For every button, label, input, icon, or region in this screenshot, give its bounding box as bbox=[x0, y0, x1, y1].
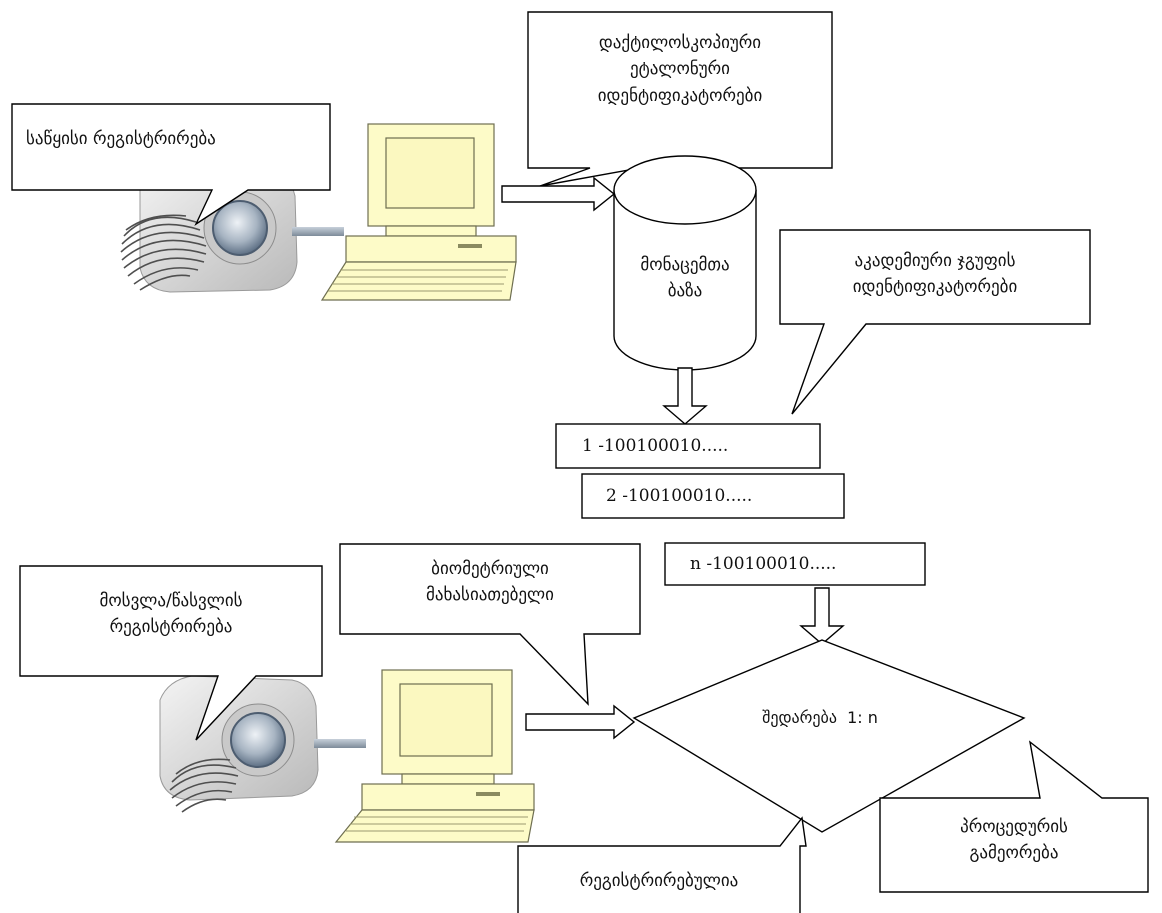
record-box-1 bbox=[555, 423, 821, 469]
dactyloscopic-line-2: ეტალონური bbox=[630, 59, 730, 80]
record-2-text: 2 -100100010..... bbox=[606, 486, 753, 506]
callout-repeat-procedure bbox=[879, 740, 1149, 893]
repeat-line-2: გამეორება bbox=[969, 843, 1059, 864]
repeat-line-1: პროცედურის bbox=[960, 817, 1068, 837]
academic-group-ids-label: აკადემიური ჯგუფის იდენტიფიკატორები bbox=[780, 248, 1090, 301]
dactyloscopic-line-3: იდენტიფიკატორები bbox=[597, 85, 763, 106]
arrow-to-database bbox=[501, 176, 616, 212]
database-label: მონაცემთა ბაზა bbox=[614, 252, 756, 305]
registered-label: რეგისტრირებულია bbox=[579, 871, 739, 891]
callout-registered bbox=[517, 816, 807, 913]
academic-line-2: იდენტიფიკატორები bbox=[852, 277, 1018, 298]
computer-icon bbox=[320, 123, 517, 301]
callout-attendance-registration bbox=[19, 565, 323, 741]
database-line-1: მონაცემთა bbox=[640, 255, 730, 275]
fingerprint-scanner-icon bbox=[120, 165, 344, 293]
attendance-line-1: მოსვლა/წასვლის bbox=[99, 591, 243, 611]
record-n-text: n -100100010..... bbox=[690, 554, 837, 574]
comparison-label: შედარება 1: n bbox=[762, 708, 878, 727]
callout-dactyloscopic-ids bbox=[527, 11, 833, 187]
attendance-line-2: რეგისტრირება bbox=[109, 617, 233, 638]
database-line-2: ბაზა bbox=[667, 281, 703, 302]
comparison-diamond bbox=[632, 639, 1026, 833]
callout-academic-group-ids bbox=[779, 229, 1091, 415]
academic-line-1: აკადემიური ჯგუფის bbox=[854, 251, 1016, 271]
callout-initial-registration bbox=[11, 103, 331, 226]
dactyloscopic-line-1: დაქტილოსკოპიური bbox=[598, 33, 762, 53]
arrow-to-decision bbox=[799, 587, 845, 645]
repeat-procedure-label: პროცედურის გამეორება bbox=[880, 814, 1148, 867]
finger-icon bbox=[120, 214, 207, 291]
arrow-to-records bbox=[662, 367, 708, 425]
record-box-n bbox=[664, 542, 926, 586]
biometric-line-2: მახასიათებელი bbox=[426, 585, 554, 606]
callout-biometric-feature bbox=[339, 543, 641, 706]
attendance-registration-label: მოსვლა/წასვლის რეგისტრირება bbox=[20, 588, 322, 641]
biometric-line-1: ბიომეტრიული bbox=[431, 559, 549, 579]
record-box-2 bbox=[581, 473, 845, 519]
biometric-feature-label: ბიომეტრიული მახასიათებელი bbox=[340, 556, 640, 609]
finger-icon bbox=[169, 758, 239, 813]
arrow-to-comparison bbox=[525, 704, 636, 740]
fingerprint-scanner-icon bbox=[159, 675, 366, 813]
initial-registration-label: საწყისი რეგისტრირება bbox=[26, 129, 216, 149]
computer-icon bbox=[334, 669, 535, 843]
record-1-text: 1 -100100010..... bbox=[582, 436, 729, 456]
database-cylinder bbox=[613, 155, 757, 371]
dactyloscopic-ids-label: დაქტილოსკოპიური ეტალონური იდენტიფიკატორე… bbox=[528, 30, 832, 109]
